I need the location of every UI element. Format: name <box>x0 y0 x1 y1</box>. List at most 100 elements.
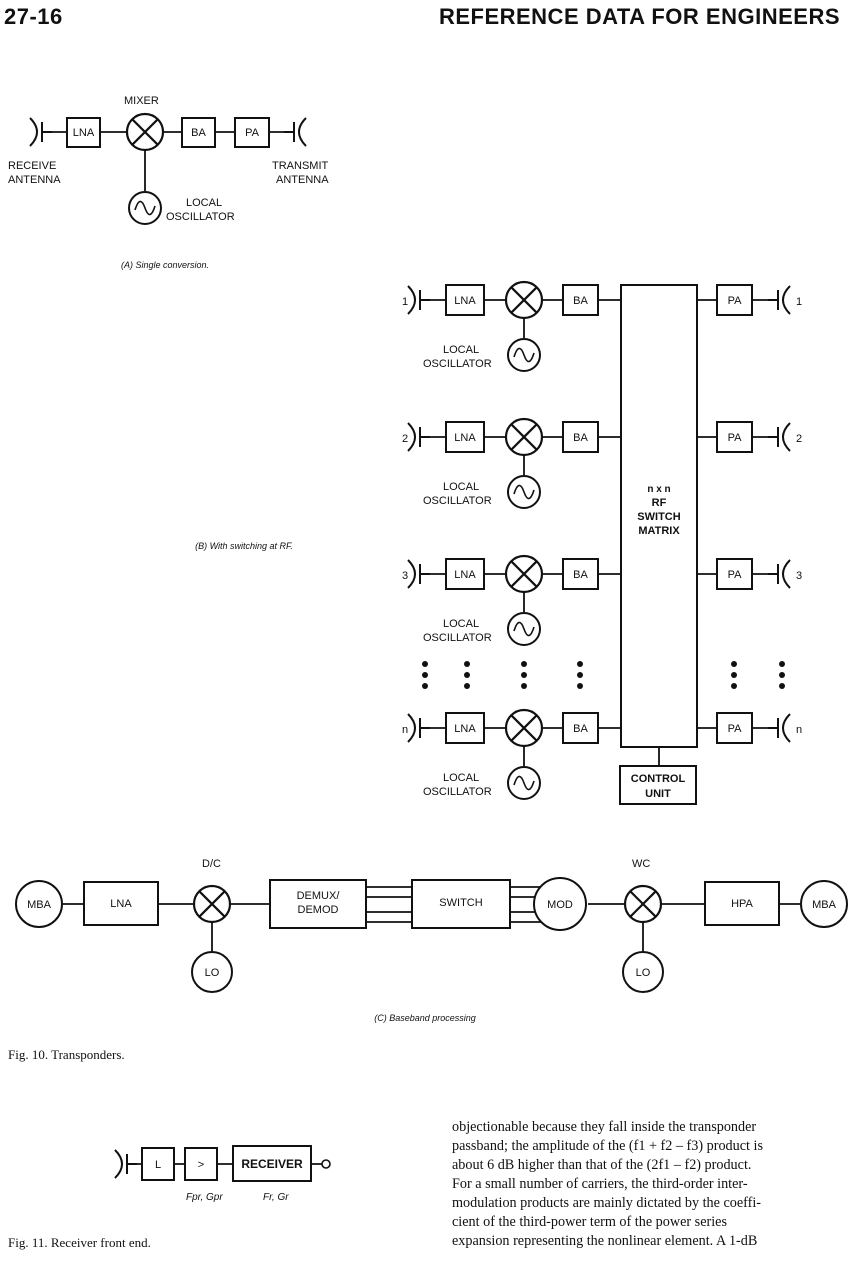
mba-left-label: MBA <box>27 899 52 911</box>
body-line-3: about 6 dB higher than that of the (2f1 … <box>452 1157 752 1173</box>
matrix-label-4: MATRIX <box>638 525 680 537</box>
row-2-ba: BA <box>573 432 588 444</box>
row-1-mixer-icon <box>504 280 544 320</box>
receive-label-2: ANTENNA <box>8 174 61 186</box>
row-1-lna: LNA <box>454 295 476 307</box>
row-2-out-number: 2 <box>796 433 802 445</box>
row-3-number: 3 <box>402 570 408 582</box>
mba-left-circle <box>15 880 63 928</box>
lo-label-1: LOCAL <box>186 197 222 209</box>
dc-label: D/C <box>202 858 221 870</box>
transmit-antenna-icon <box>283 117 307 147</box>
control-label-2: UNIT <box>645 788 671 800</box>
channel-row-n: n LNA BA PA n LOCAL OSCILLATOR <box>402 708 802 800</box>
receive-antenna-icon <box>29 117 53 147</box>
hpa-box <box>704 881 780 926</box>
matrix-label-3: SWITCH <box>637 511 680 523</box>
body-line-1: objectionable because they fall inside t… <box>452 1119 757 1135</box>
row-n-lo-2: OSCILLATOR <box>423 786 492 798</box>
control-unit-box <box>619 765 697 805</box>
row-2-pa: PA <box>728 432 743 444</box>
row-1-pa: PA <box>728 295 743 307</box>
receiver-label: RECEIVER <box>241 1157 303 1171</box>
row-n-out-number: n <box>796 724 802 736</box>
upconverter-mixer-icon <box>623 884 663 924</box>
mixer-label: MIXER <box>124 95 159 107</box>
continuation-dots <box>422 661 785 689</box>
running-title: REFERENCE DATA FOR ENGINEERS <box>438 4 840 29</box>
receiver-params: Fr, Gr <box>263 1192 289 1203</box>
switch-box <box>411 879 511 929</box>
switch-label: SWITCH <box>439 897 482 909</box>
mod-label: MOD <box>547 899 573 911</box>
row-1-out-number: 1 <box>796 296 802 308</box>
fig11-caption: Fig. 11. Receiver front end. <box>8 1235 151 1250</box>
preamp-label: > <box>198 1159 204 1171</box>
body-line-5: modulation products are mainly dictated … <box>452 1195 762 1211</box>
lna-box-c <box>83 881 159 926</box>
receiver-box <box>232 1145 312 1182</box>
page-number: 27-16 <box>4 4 63 29</box>
matrix-label-2: RF <box>652 497 667 509</box>
output-terminal-icon <box>321 1159 331 1169</box>
body-line-7: expansion representing the nonlinear ele… <box>452 1233 758 1249</box>
lna-box <box>66 117 101 148</box>
downconverter-mixer-icon <box>192 884 232 924</box>
mba-right-circle <box>800 880 848 928</box>
loss-box <box>141 1147 175 1181</box>
transmit-label-2: ANTENNA <box>276 174 329 186</box>
row-n-ba: BA <box>573 723 588 735</box>
mba-right-label: MBA <box>812 899 837 911</box>
loss-label: L <box>155 1159 161 1171</box>
row-n-lo-1: LOCAL <box>443 772 479 784</box>
lo-left-circle <box>191 951 233 993</box>
row-1-lo-1: LOCAL <box>443 344 479 356</box>
figure-11-receiver-front-end: L > RECEIVER Fpr, Gpr Fr, Gr <box>114 1145 331 1203</box>
row-3-pa: PA <box>728 569 743 581</box>
channel-row-3: 3 LNA BA PA 3 LOCAL OSCILLATOR <box>402 554 802 646</box>
ba-box <box>181 117 216 148</box>
row-3-lo-1: LOCAL <box>443 618 479 630</box>
body-line-6: cient of the third-power term of the pow… <box>452 1214 727 1230</box>
row-n-pa: PA <box>728 723 743 735</box>
row-1-lo-2: OSCILLATOR <box>423 358 492 370</box>
figure-b-rf-switching: n x n RF SWITCH MATRIX CONTROL UNIT 1 LN… <box>195 280 802 805</box>
body-line-2: passband; the amplitude of the (f1 + f2 … <box>452 1138 763 1154</box>
figure-a-single-conversion: LNA MIXER BA PA RECEIVE ANTENNA TRANSMIT… <box>8 95 329 270</box>
preamp-box <box>184 1147 218 1181</box>
row-3-lo-2: OSCILLATOR <box>423 632 492 644</box>
lna-label-c: LNA <box>110 898 132 910</box>
mod-circle <box>533 877 587 931</box>
uc-label: WC <box>632 858 650 870</box>
figure-a-caption: (A) Single conversion. <box>121 260 209 270</box>
fig10-caption: Fig. 10. Transponders. <box>8 1047 125 1062</box>
row-1-ba: BA <box>573 295 588 307</box>
control-label-1: CONTROL <box>631 773 686 785</box>
channel-row-2: 2 LNA BA PA 2 LOCAL OSCILLATOR <box>402 417 802 509</box>
fig11-antenna-icon <box>114 1149 138 1179</box>
row-2-lna: LNA <box>454 432 476 444</box>
lo-label-2: OSCILLATOR <box>166 211 235 223</box>
row-n-lna: LNA <box>454 723 476 735</box>
demux-label-2: DEMOD <box>298 904 339 916</box>
demux-box <box>269 879 367 929</box>
pa-label: PA <box>245 127 260 139</box>
lo-right-label: LO <box>636 967 651 979</box>
row-n-number: n <box>402 724 408 736</box>
lo-left-label: LO <box>205 967 220 979</box>
row-3-ba: BA <box>573 569 588 581</box>
preamp-params: Fpr, Gpr <box>186 1192 223 1203</box>
row-2-lo-2: OSCILLATOR <box>423 495 492 507</box>
row-1-number: 1 <box>402 296 408 308</box>
body-text: objectionable because they fall inside t… <box>452 1118 848 1251</box>
row-2-lo-1: LOCAL <box>443 481 479 493</box>
figure-c-baseband-processing: MBA LNA D/C LO DEMUX/ DEMOD SWITCH MOD W… <box>15 858 848 1023</box>
hpa-label: HPA <box>731 898 753 910</box>
row-3-out-number: 3 <box>796 570 802 582</box>
transmit-label-1: TRANSMIT <box>272 160 329 172</box>
channel-row-1: 1 LNA BA PA 1 LOCAL OSCILLATOR <box>402 280 802 372</box>
pa-box <box>234 117 270 148</box>
row-3-lna: LNA <box>454 569 476 581</box>
row-1-oscillator-icon <box>507 338 541 372</box>
